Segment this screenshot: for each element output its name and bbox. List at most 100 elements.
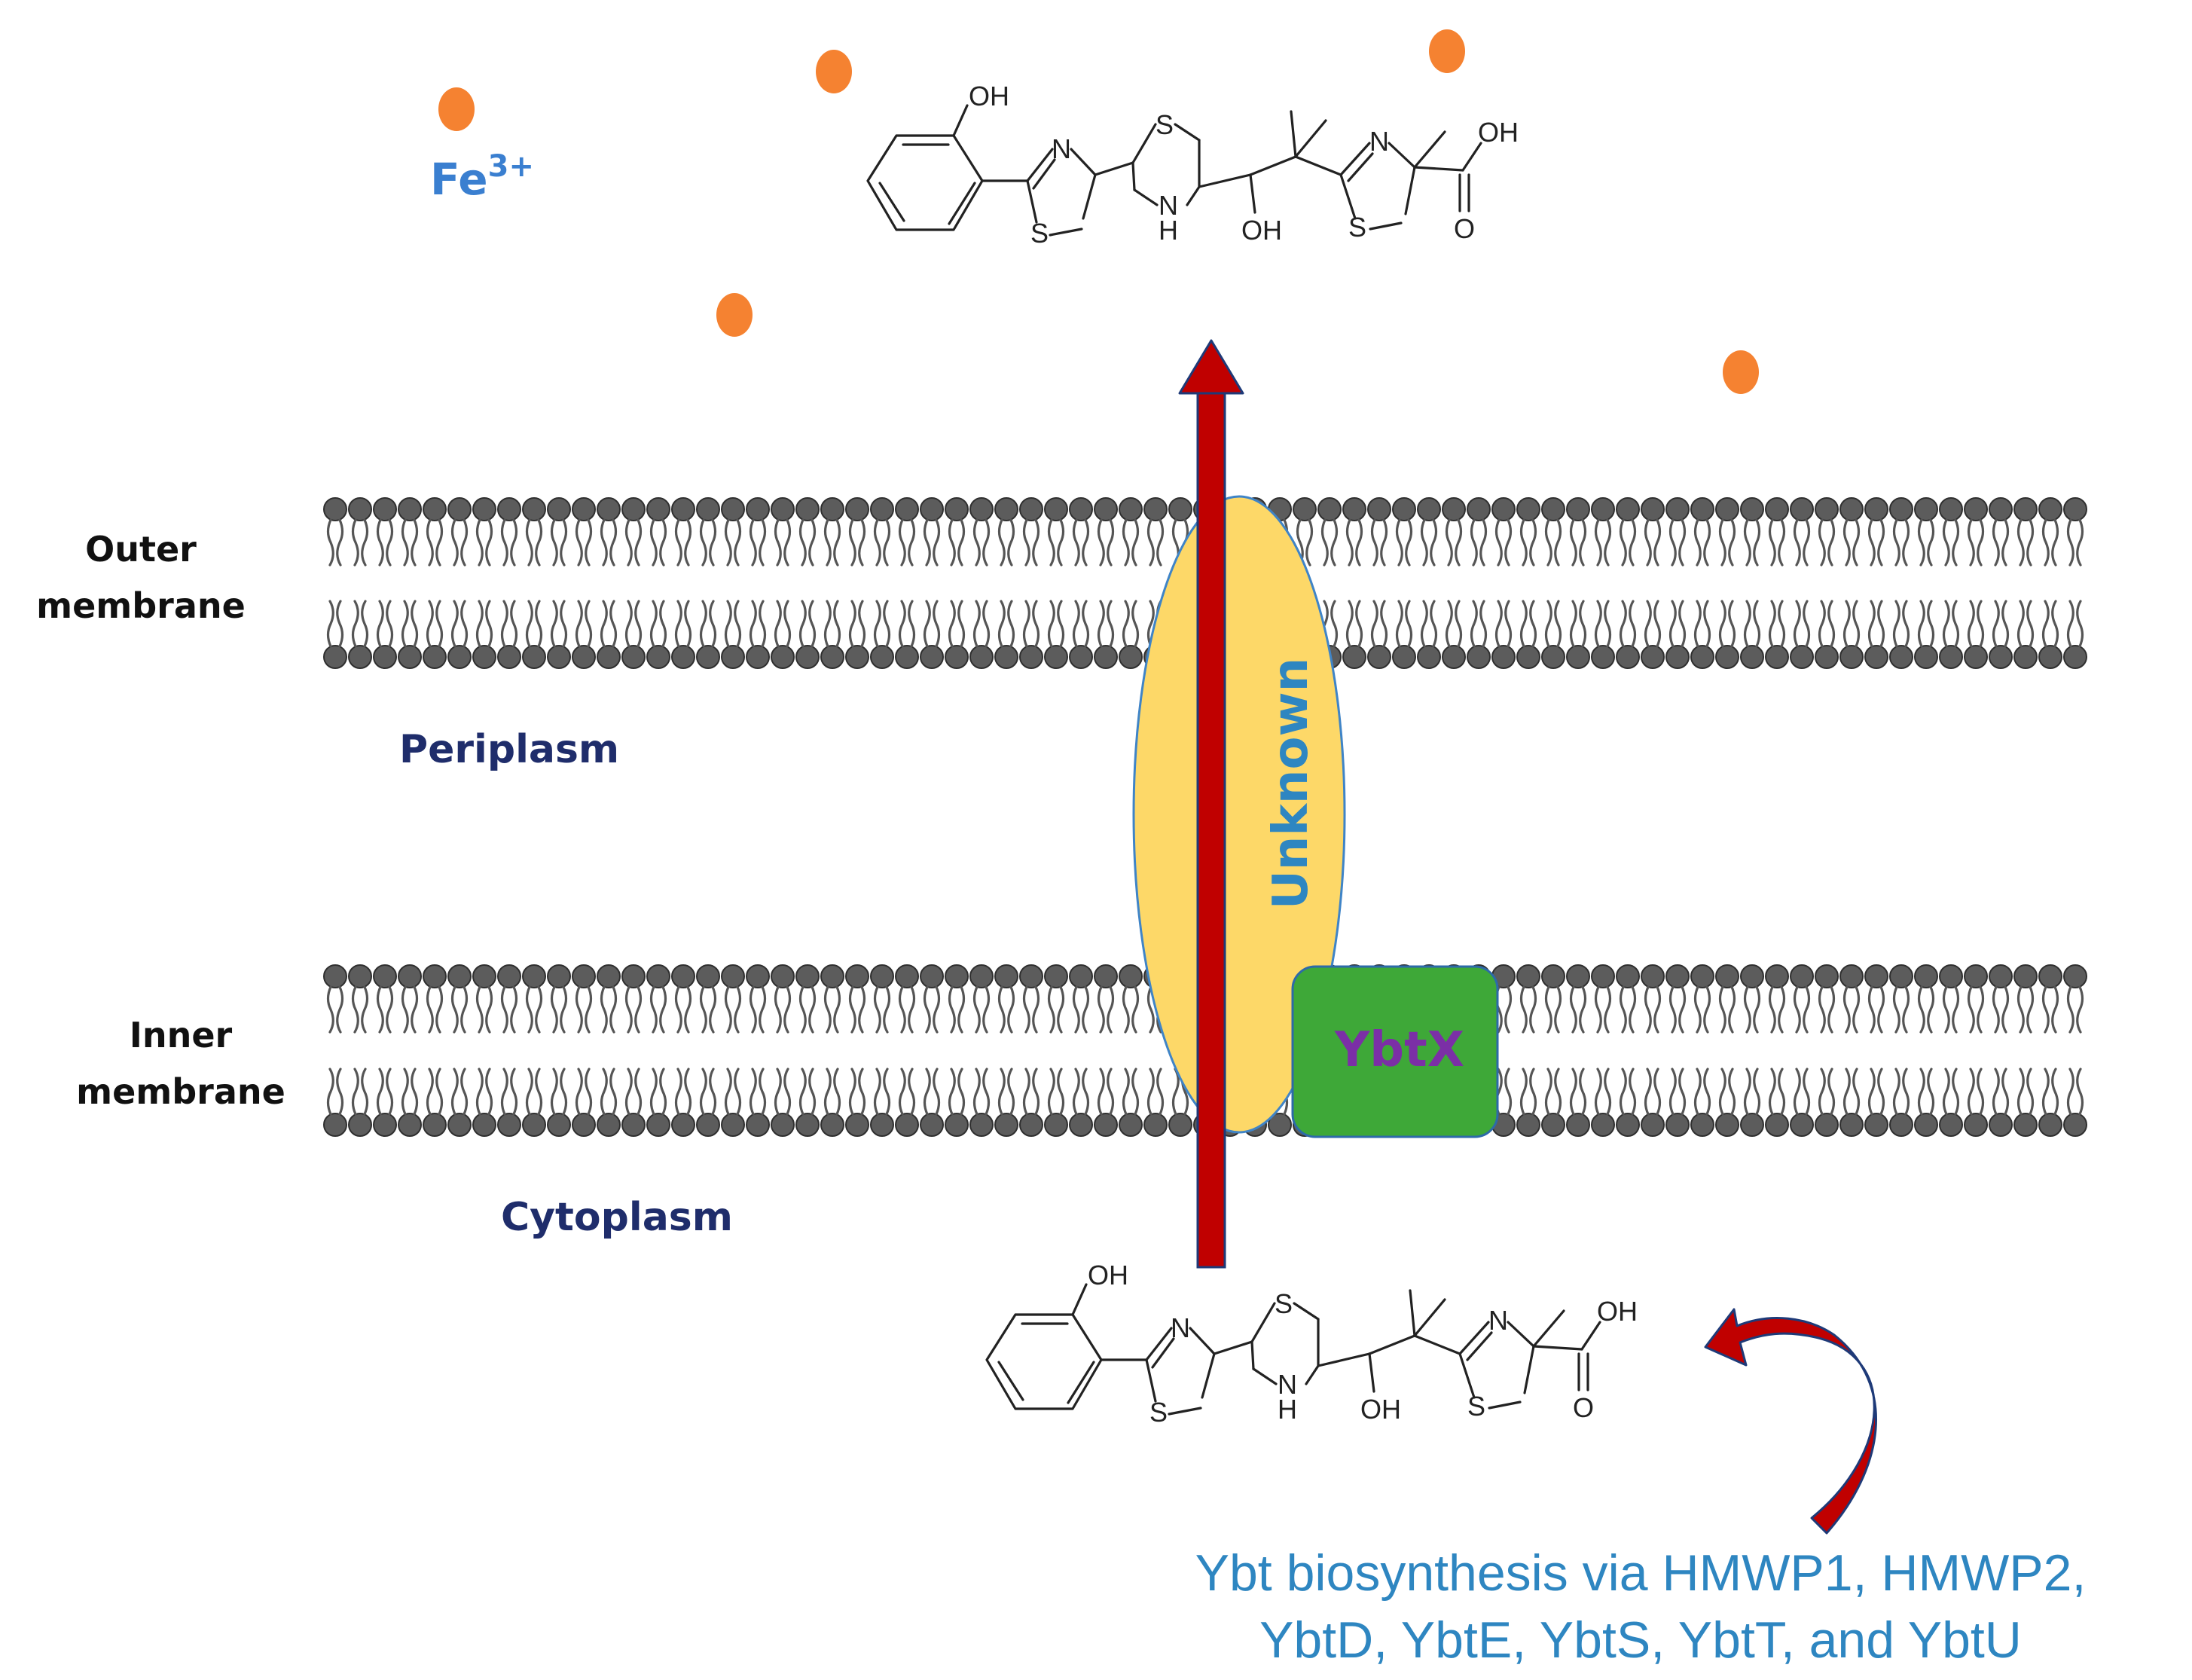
lipid-head (894, 964, 920, 1034)
lipid-head (372, 1068, 398, 1138)
lipid-head (646, 1068, 671, 1138)
lipid-head (521, 1068, 547, 1138)
lipid-head (1963, 964, 1989, 1034)
lipid-head (472, 600, 497, 670)
lipid-head (1143, 1068, 1168, 1138)
lipid-head (546, 496, 572, 567)
lipid-head (1714, 1068, 1740, 1138)
lipid-head (1888, 964, 1914, 1034)
lipid-head (1540, 964, 1566, 1034)
lipid-head (1839, 600, 1864, 670)
lipid-head (1043, 600, 1069, 670)
lipid-head (1963, 600, 1989, 670)
lipid-head (820, 1068, 845, 1138)
lipid-head (1690, 496, 1715, 567)
lipid-head (1888, 496, 1914, 567)
lipid-head (621, 964, 646, 1034)
ybtx-transporter-label: YbtX (1334, 1022, 1464, 1078)
lipid-head (1963, 496, 1989, 567)
lipid-head (894, 496, 920, 567)
lipid-head (1789, 496, 1815, 567)
lipid-head (1615, 496, 1641, 567)
lipid-head (1988, 600, 2013, 670)
lipid-head (1913, 1068, 1939, 1138)
ybtx-transporter-shape (1291, 965, 1499, 1138)
lipid-head (1416, 496, 1442, 567)
lipid-head (2062, 600, 2088, 670)
lipid-head (1590, 496, 1616, 567)
lipid-head (1118, 496, 1143, 567)
lipid-head (322, 964, 348, 1034)
lipid-head (869, 496, 895, 567)
yersiniabactin-molecule-top (866, 79, 1520, 250)
lipid-head (1565, 496, 1591, 567)
lipid-head (720, 964, 746, 1034)
lipid-head (1913, 600, 1939, 670)
lipid-head (670, 600, 696, 670)
lipid-head (546, 1068, 572, 1138)
lipid-head (919, 600, 945, 670)
lipid-head (2013, 496, 2038, 567)
lipid-head (372, 496, 398, 567)
lipid-head (1764, 964, 1790, 1034)
lipid-head (1814, 496, 1839, 567)
lipid-head (1640, 600, 1665, 670)
lipid-head (322, 496, 348, 567)
iron-ion (1723, 350, 1759, 394)
lipid-head (1640, 964, 1665, 1034)
lipid-head (1615, 1068, 1641, 1138)
lipid-head (770, 964, 795, 1034)
lipid-head (546, 964, 572, 1034)
lipid-head (1665, 496, 1690, 567)
lipid-head (1018, 600, 1044, 670)
lipid-head (695, 964, 721, 1034)
lipid-head (2038, 964, 2063, 1034)
lipid-head (994, 496, 1019, 567)
lipid-head (795, 496, 820, 567)
lipid-head (1416, 600, 1442, 670)
lipid-head (1665, 1068, 1690, 1138)
lipid-head (1988, 1068, 2013, 1138)
lipid-head (1690, 964, 1715, 1034)
lipid-head (521, 964, 547, 1034)
lipid-head (869, 600, 895, 670)
lipid-head (1466, 600, 1491, 670)
lipid-head (1366, 600, 1392, 670)
lipid-head (1516, 964, 1541, 1034)
lipid-head (1615, 600, 1641, 670)
lipid-head (720, 600, 746, 670)
lipid-head (944, 1068, 969, 1138)
outer-membrane-label: membrane (36, 585, 246, 626)
lipid-head (969, 600, 994, 670)
lipid-head (1864, 1068, 1889, 1138)
lipid-head (795, 1068, 820, 1138)
lipid-head (745, 600, 771, 670)
lipid-head (1491, 600, 1516, 670)
lipid-head (1441, 496, 1467, 567)
lipid-head (770, 600, 795, 670)
lipid-head (869, 964, 895, 1034)
lipid-head (2062, 1068, 2088, 1138)
lipid-head (397, 600, 423, 670)
lipid-head (844, 600, 870, 670)
iron-ion (716, 293, 753, 337)
lipid-head (1864, 964, 1889, 1034)
lipid-head (944, 496, 969, 567)
lipid-head (1118, 1068, 1143, 1138)
lipid-head (496, 1068, 522, 1138)
lipid-head (969, 496, 994, 567)
lipid-head (994, 600, 1019, 670)
lipid-head (844, 496, 870, 567)
lipid-head (422, 600, 447, 670)
lipid-head (1640, 1068, 1665, 1138)
biosynthesis-caption: YbtD, YbtE, YbtS, YbtT, and YbtU (1259, 1611, 2022, 1669)
export-arrow (1178, 339, 1244, 1269)
lipid-head (596, 496, 621, 567)
lipid-head (472, 496, 497, 567)
periplasm-label: Periplasm (399, 727, 619, 772)
lipid-head (1590, 1068, 1616, 1138)
ybtx-transporter: YbtX (1291, 965, 1499, 1138)
lipid-head (820, 964, 845, 1034)
lipid-head (646, 964, 671, 1034)
